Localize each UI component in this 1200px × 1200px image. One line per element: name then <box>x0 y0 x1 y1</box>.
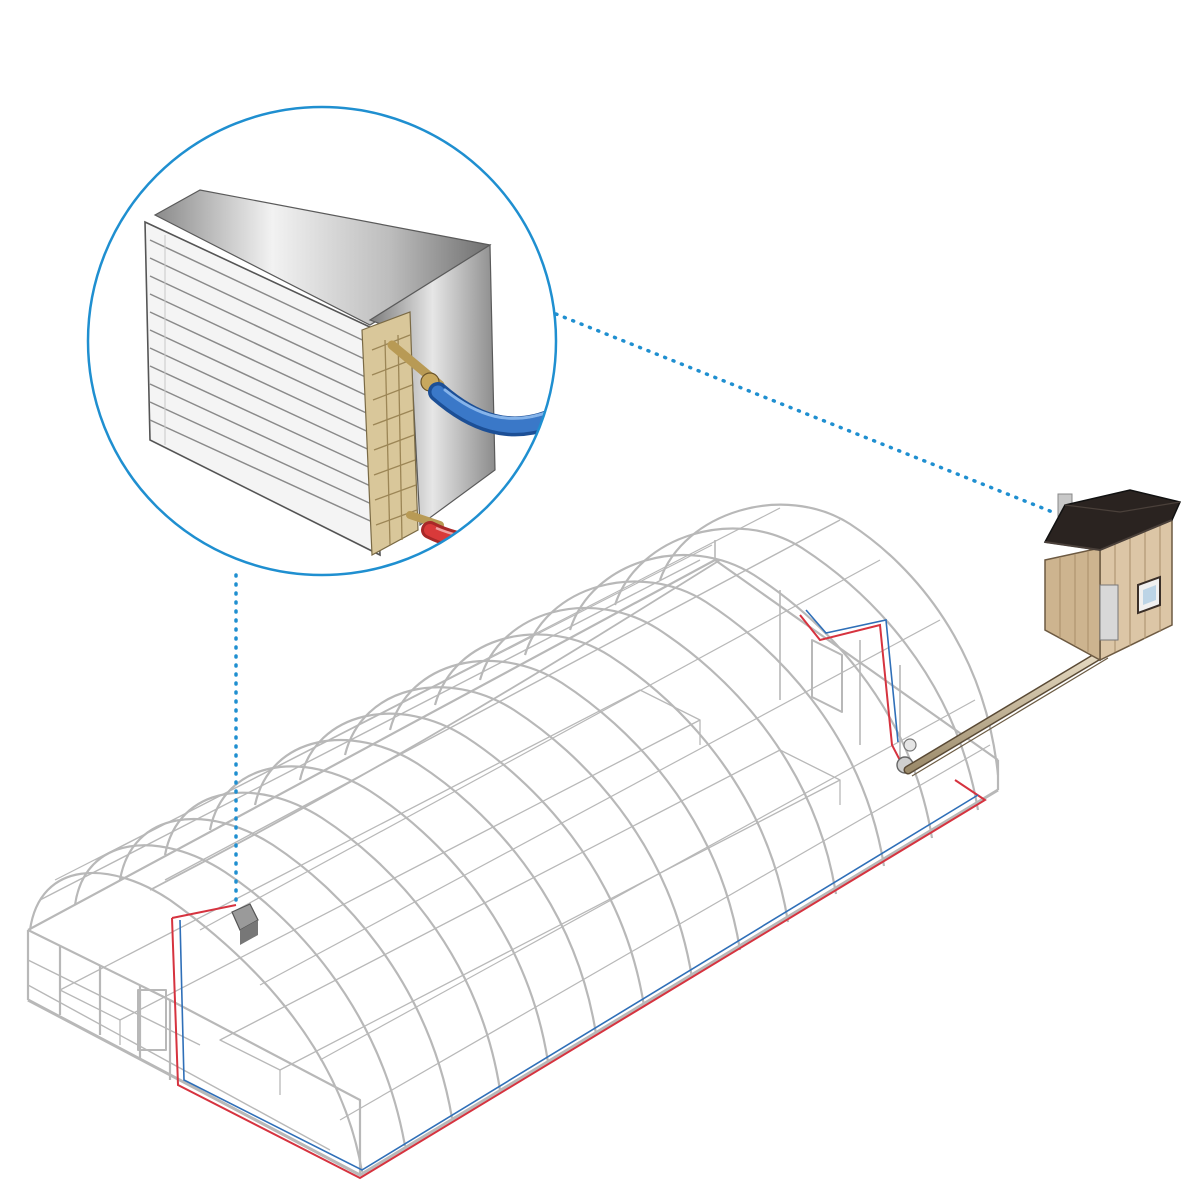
underground-pipe <box>903 647 1110 777</box>
louvers <box>149 239 380 526</box>
callout-lines <box>234 312 1057 907</box>
callout-line-shed <box>554 312 1057 515</box>
heating-loop-lines <box>171 609 987 1180</box>
heater-detail-callout <box>86 105 558 577</box>
greenhouse-frame-icon <box>26 503 1000 1177</box>
magnifier-ring <box>86 105 558 577</box>
boiler-shed-icon <box>1043 489 1182 662</box>
unit-heater-marker <box>231 903 259 945</box>
